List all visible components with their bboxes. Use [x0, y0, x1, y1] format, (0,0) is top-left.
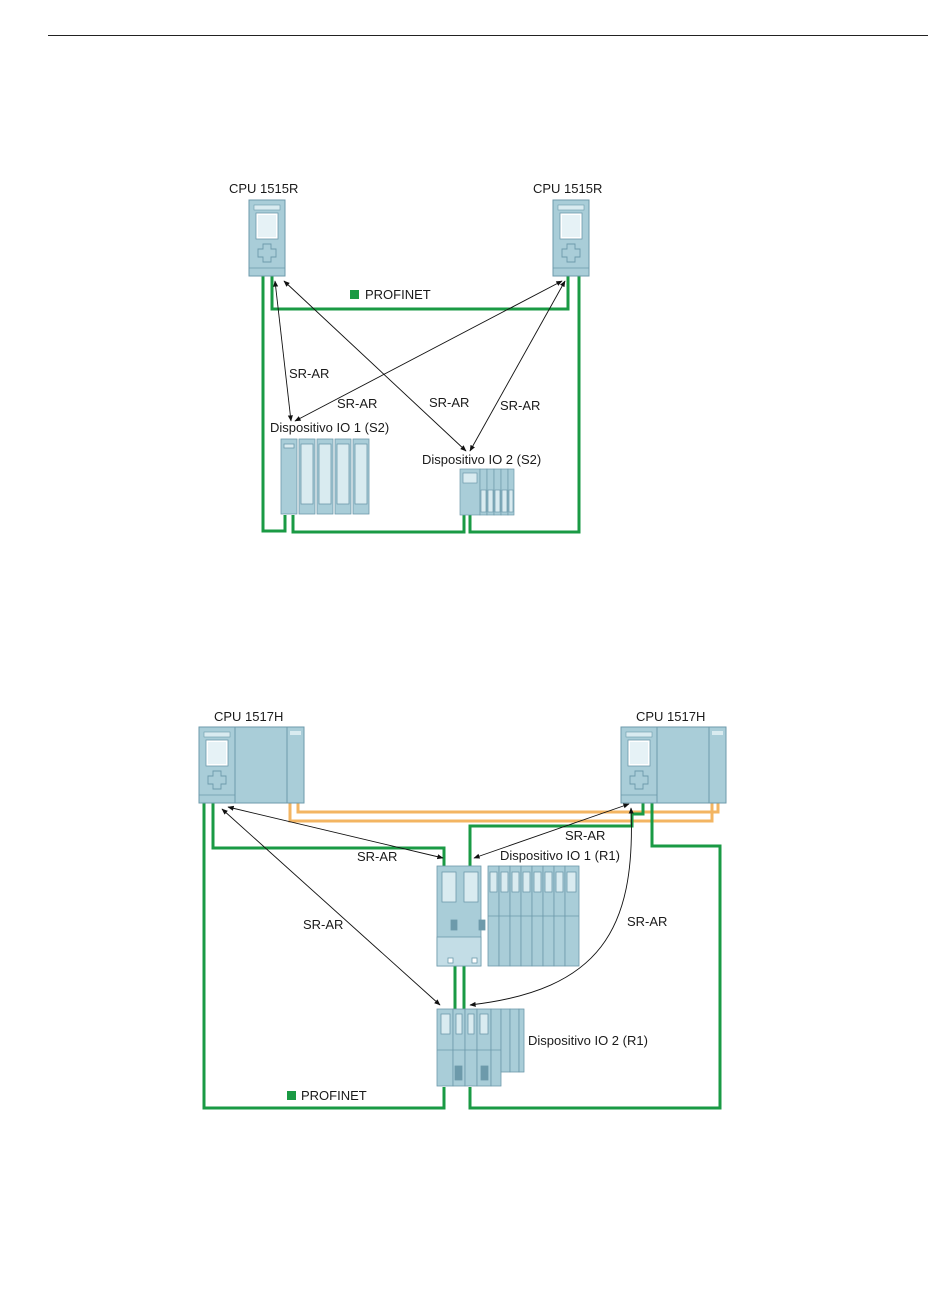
d2-arrow-cpuL-dev1 — [228, 807, 443, 858]
d2-cpu-right — [621, 727, 726, 803]
d2-cpu-left-label: CPU 1517H — [214, 709, 283, 724]
diagram1: CPU 1515R CPU 1515R PROFINET Dispositivo… — [229, 181, 602, 532]
d2-profinet-legend-label: PROFINET — [301, 1088, 367, 1103]
d2-device2 — [437, 1009, 524, 1086]
d2-ar-label-4: SR-AR — [627, 914, 667, 929]
d1-cpu-right — [553, 200, 589, 276]
d2-device2-label: Dispositivo IO 2 (R1) — [528, 1033, 648, 1048]
d2-device1 — [437, 866, 579, 966]
d2-ar-label-1: SR-AR — [565, 828, 605, 843]
d2-ar-label-3: SR-AR — [303, 917, 343, 932]
d1-cpu-left — [249, 200, 285, 276]
d1-line-dev1-dev2 — [293, 515, 464, 532]
d1-ar-label-4: SR-AR — [500, 398, 540, 413]
d2-ar-label-2: SR-AR — [357, 849, 397, 864]
d2-sync-line-2 — [298, 803, 718, 812]
d2-device1-label: Dispositivo IO 1 (R1) — [500, 848, 620, 863]
d2-profinet-legend-swatch — [287, 1091, 296, 1100]
d1-ar-label-2: SR-AR — [337, 396, 377, 411]
d2-arrow-cpuL-dev2 — [222, 809, 440, 1005]
d1-arrow-cpuR-dev2 — [470, 281, 565, 451]
d1-profinet-legend-label: PROFINET — [365, 287, 431, 302]
d1-arrow-cpuL-dev1 — [275, 281, 291, 421]
d1-device1 — [281, 439, 369, 514]
d1-device2-label: Dispositivo IO 2 (S2) — [422, 452, 541, 467]
d1-ar-label-3: SR-AR — [429, 395, 469, 410]
d2-sync-lines — [290, 803, 718, 821]
d1-cpu-right-label: CPU 1515R — [533, 181, 602, 196]
d1-device2 — [460, 469, 514, 515]
header-rule — [48, 35, 928, 36]
d1-ar-label-1: SR-AR — [289, 366, 329, 381]
d2-cpu-right-label: CPU 1517H — [636, 709, 705, 724]
d1-profinet-legend-swatch — [350, 290, 359, 299]
d1-cpu-left-label: CPU 1515R — [229, 181, 298, 196]
d2-cpu-left — [199, 727, 304, 803]
diagram2: CPU 1517H CPU 1517H — [199, 709, 726, 1108]
d1-device1-label: Dispositivo IO 1 (S2) — [270, 420, 389, 435]
